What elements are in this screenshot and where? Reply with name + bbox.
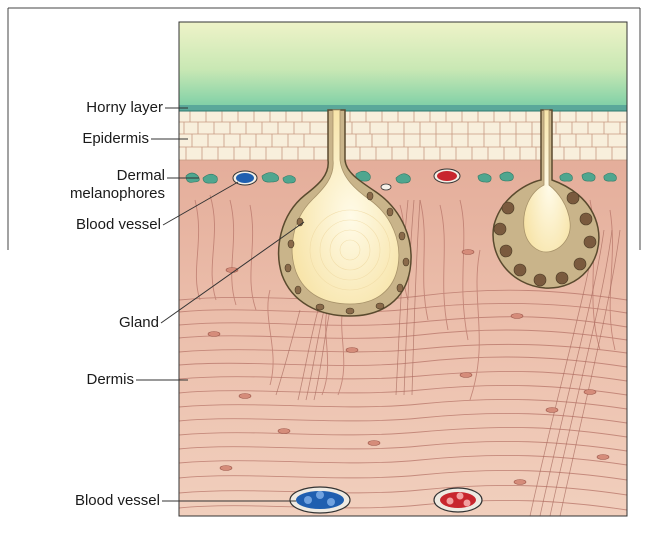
label-epidermis: Epidermis <box>82 130 149 148</box>
label-horny-layer: Horny layer <box>86 99 163 117</box>
lower-vein <box>290 487 350 513</box>
horny-layer <box>179 105 627 111</box>
label-blood-vessel-lower: Blood vessel <box>75 492 160 510</box>
label-dermal-line2: melanophores <box>70 185 165 203</box>
label-dermal-melanophores: Dermal melanophores <box>70 167 165 203</box>
lower-artery <box>434 488 482 512</box>
small-capillary <box>381 184 391 190</box>
label-gland: Gland <box>119 314 159 332</box>
label-blood-vessel-upper: Blood vessel <box>76 216 161 234</box>
upper-artery <box>434 169 460 183</box>
label-dermis: Dermis <box>87 371 135 389</box>
external-environment <box>179 22 627 108</box>
label-dermal-line1: Dermal <box>70 167 165 185</box>
